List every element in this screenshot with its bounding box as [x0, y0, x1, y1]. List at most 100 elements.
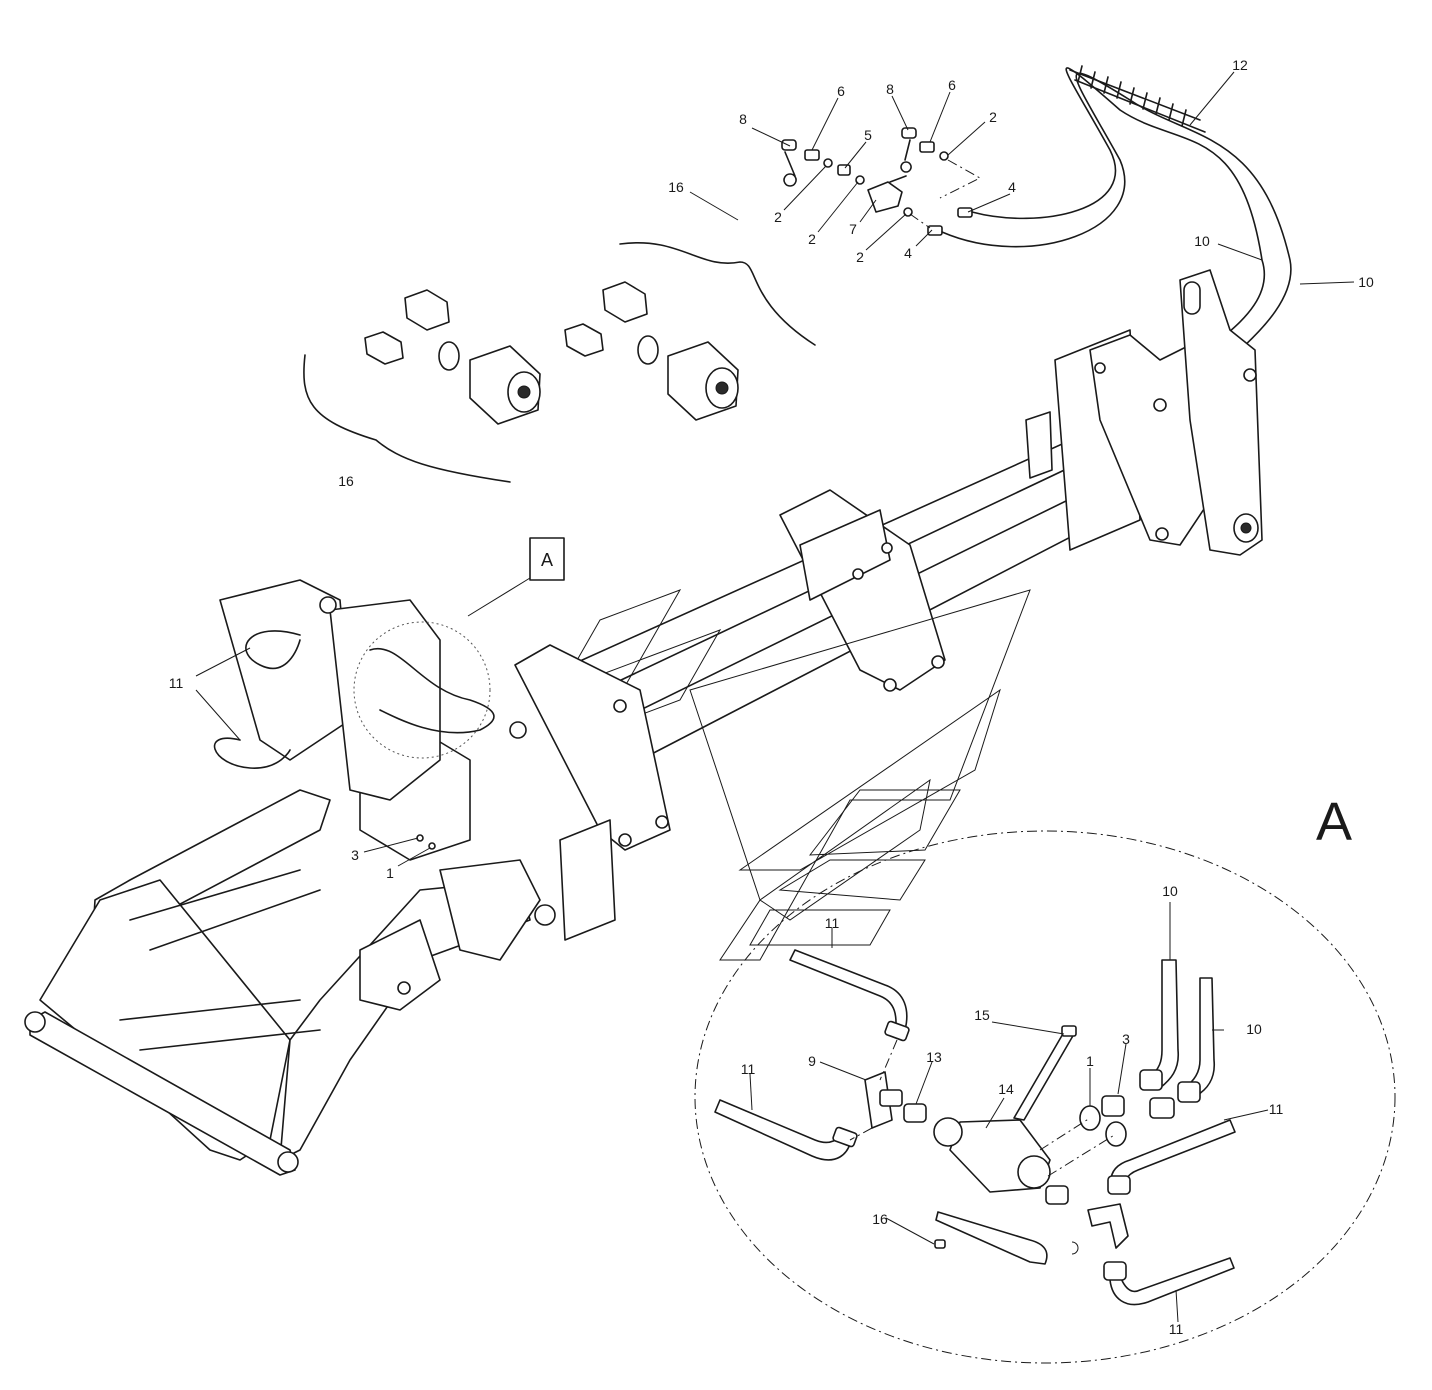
hinge-bolt — [397, 981, 411, 995]
lower-bracket — [439, 859, 541, 961]
detail-a-parts — [714, 949, 1236, 1306]
callout-label: 6 — [948, 77, 956, 93]
adapter-left — [364, 331, 404, 365]
valve-7 — [867, 181, 903, 213]
callout-label: 1 — [386, 865, 394, 881]
washer-1-a — [1079, 1105, 1101, 1131]
centerline-b — [909, 213, 931, 229]
fitting-lower-a — [1045, 1185, 1069, 1205]
rod-15 — [1013, 1031, 1075, 1121]
pipe-11-bottom-nut — [832, 1126, 858, 1148]
oring-2-d — [939, 151, 949, 161]
main-boom-assembly — [359, 269, 1263, 961]
callout-label: 1 — [1086, 1053, 1094, 1069]
callout-label: 10 — [1162, 883, 1178, 899]
detail-a-leader — [467, 577, 531, 617]
hose-10-a — [971, 67, 1265, 341]
fitting-5 — [837, 164, 851, 176]
adapter-nut-right — [602, 281, 648, 323]
hitch-bolt-b — [1153, 398, 1167, 412]
dust-cap-8-right — [900, 139, 912, 173]
callout-label: 8 — [739, 111, 747, 127]
callout-label: 3 — [1122, 1031, 1130, 1047]
detail-centerline-right — [1039, 1117, 1117, 1177]
pipe-11-bottom-right-nut — [1103, 1261, 1127, 1281]
hose-10-detail-b — [1183, 977, 1216, 1097]
cap-body-right — [901, 127, 917, 139]
hose-10-detail-a — [1147, 959, 1180, 1089]
dust-cap-8-left — [783, 151, 797, 187]
valve-handle — [889, 175, 907, 183]
flange-bolt-c — [931, 655, 945, 669]
cylinder-14-cap — [1017, 1155, 1051, 1189]
hose-bracket — [1025, 411, 1053, 479]
hose-routing-center — [369, 647, 495, 734]
flange-bolt-b — [852, 568, 864, 580]
hitch-bolt-c — [1155, 527, 1169, 541]
detail-a-title: A — [1316, 792, 1352, 852]
leader-lines — [195, 71, 1355, 1323]
oring-left — [438, 341, 460, 371]
hitch-slot — [1183, 281, 1201, 315]
pipe-11-top-nut — [884, 1020, 910, 1042]
front-flange-bolt-b — [655, 815, 669, 829]
fitting-3-a — [1101, 1095, 1125, 1117]
hitch-bolt-d — [1094, 362, 1106, 374]
pin-16 — [934, 1239, 946, 1249]
carrier-cross-members — [119, 869, 321, 1051]
callout-label: 11 — [741, 1061, 756, 1077]
leader-16-top — [619, 242, 816, 346]
callout-label: 12 — [1232, 57, 1248, 73]
fitting-4-lower — [927, 225, 943, 236]
tube-pin — [534, 904, 556, 926]
callout-label: 11 — [825, 915, 840, 931]
spiral-guard-12 — [1069, 69, 1206, 133]
front-flange-bolt-c — [618, 833, 632, 847]
upright-pin-mid — [509, 721, 527, 739]
clip — [1071, 1241, 1079, 1255]
washer-1-b — [1105, 1121, 1127, 1147]
coupler-bore-left — [517, 385, 531, 399]
coupler-set-right — [564, 281, 739, 421]
hitch-pin-core — [1240, 522, 1252, 534]
top-fittings-group — [781, 65, 1292, 351]
detail-centerline-left — [849, 1039, 898, 1141]
tee-9 — [864, 1071, 893, 1129]
lower-hinge — [359, 919, 441, 1011]
oring-2-a — [823, 158, 833, 168]
upright-plate-mid — [329, 599, 441, 801]
callout-label: 10 — [1358, 274, 1374, 290]
hitch-bolt-a — [1243, 368, 1257, 382]
callout-label: 6 — [837, 83, 845, 99]
rod-end-right — [277, 1151, 299, 1173]
callout-label: 16 — [338, 473, 354, 489]
callout-label: 5 — [864, 127, 872, 143]
tee-9-branch — [879, 1089, 903, 1107]
frame-plate-lower — [738, 688, 1001, 946]
flange-bolt-d — [883, 678, 897, 692]
pipe-11-bottom — [714, 1099, 853, 1161]
callout-label: 9 — [808, 1053, 816, 1069]
spiral-coils — [1077, 65, 1187, 127]
callout-label: 13 — [926, 1049, 942, 1065]
detail-a-callout-box — [529, 537, 565, 581]
middle-flange-cutout — [799, 509, 891, 601]
fitting-4-upper — [957, 207, 973, 218]
fitting-6-left — [804, 149, 820, 161]
hose-11-upper — [245, 630, 301, 669]
callout-labels: 8 6 5 8 6 2 4 12 2 2 7 2 4 16 10 10 16 1… — [169, 57, 1374, 1337]
callout-label: 10 — [1246, 1021, 1262, 1037]
leader-16-bottom — [303, 354, 511, 483]
fitting-6-right — [919, 141, 935, 153]
detail-a-callout-label: A — [541, 550, 553, 570]
hose-10-nut-a — [1139, 1069, 1163, 1091]
callout-label: 15 — [974, 1007, 990, 1023]
fitting-13 — [903, 1103, 927, 1123]
adapter-nut-left — [404, 289, 450, 331]
carrier-side-plate-left — [39, 879, 291, 1161]
plate-16 — [935, 1211, 1048, 1265]
square-tube-end — [559, 819, 616, 941]
cylinder-14-port — [933, 1117, 963, 1147]
